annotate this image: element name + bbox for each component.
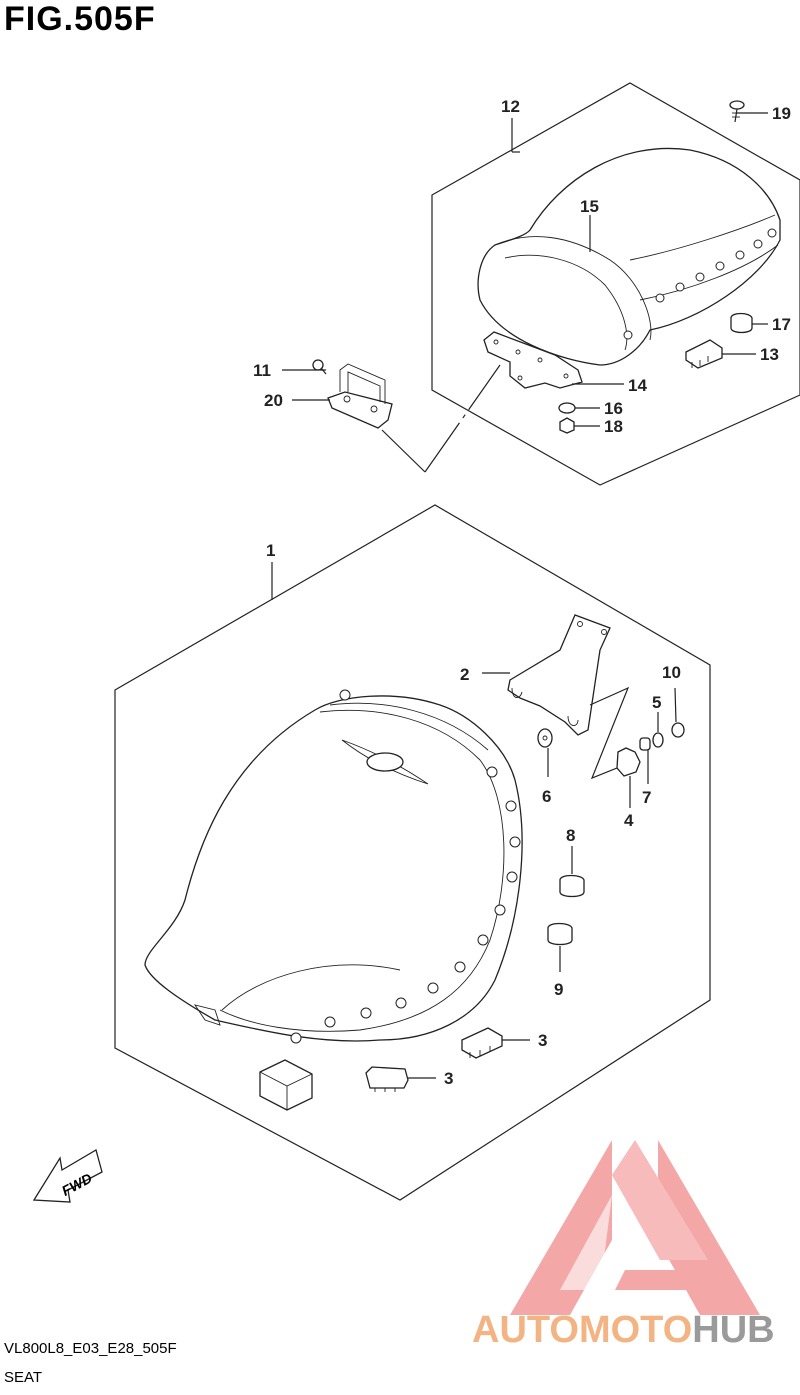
handle-bracket-20 (327, 363, 393, 429)
watermark-text: AUTOMOTOHUB (472, 1309, 775, 1352)
callout-10: 10 (662, 663, 681, 682)
rubber-cushion-3-lower (365, 1066, 409, 1092)
cushion-9 (547, 922, 573, 946)
screw-11 (312, 359, 327, 375)
watermark-logo (510, 1140, 760, 1315)
callout-3-lower: 3 (444, 1069, 453, 1088)
packing-box (259, 1059, 313, 1111)
callout-16: 16 (604, 399, 623, 418)
callout-5: 5 (652, 693, 661, 712)
mounting-link-line (424, 364, 501, 473)
model-code: VL800L8_E03_E28_505F (4, 1340, 177, 1357)
callout-15: 15 (580, 197, 599, 216)
callout-13: 13 (760, 345, 779, 364)
callout-12: 12 (501, 97, 520, 116)
leader-20-link (381, 429, 426, 473)
rubber-cushion-3-upper (461, 1027, 503, 1059)
washer-6 (537, 728, 553, 748)
watermark-text-part1: AUTOMOTO (472, 1309, 693, 1351)
seat-group-outline (114, 504, 711, 1201)
bracket-4 (616, 747, 641, 777)
watermark-text-part2: HUB (692, 1309, 775, 1351)
callout-3-upper: 3 (538, 1031, 547, 1050)
break-line (589, 686, 633, 780)
rear-seat-group-outline (431, 82, 800, 486)
rear-seat-studs (623, 228, 777, 340)
cushion-8 (559, 874, 585, 898)
callout-17: 17 (772, 315, 791, 334)
callout-20: 20 (264, 391, 283, 410)
cap-nut-17 (730, 312, 753, 334)
seat-emblem (341, 739, 429, 785)
seat-assembly-1 (144, 689, 523, 1044)
callout-19: 19 (772, 104, 791, 123)
figure-description: SEAT (4, 1369, 43, 1386)
callout-8: 8 (566, 826, 575, 845)
screw-19 (729, 100, 745, 123)
fwd-arrow: FWD (32, 1149, 103, 1203)
nut-10 (671, 722, 685, 738)
callout-7: 7 (642, 788, 651, 807)
collar-7 (639, 737, 651, 751)
callout-labels: 1 2 3 3 4 5 6 7 8 9 10 11 12 13 14 15 16… (253, 97, 791, 1088)
callout-14: 14 (628, 376, 647, 395)
callout-9: 9 (554, 980, 563, 999)
nut-18 (559, 417, 575, 434)
callout-2: 2 (460, 665, 469, 684)
seat-bracket-2 (507, 614, 611, 736)
callout-6: 6 (542, 787, 551, 806)
callout-4: 4 (624, 811, 634, 830)
rear-seat-cushion (477, 147, 781, 366)
rear-seat-bracket-14 (483, 331, 583, 389)
washer-16 (558, 402, 576, 414)
rubber-cushion-13 (685, 339, 723, 369)
washer-5 (652, 732, 664, 748)
seat-studs (290, 689, 521, 1044)
callout-1: 1 (266, 541, 275, 560)
callout-11: 11 (253, 361, 271, 380)
figure-title: FIG.505F (4, 0, 156, 38)
callout-18: 18 (604, 417, 623, 436)
leader-lines (282, 112, 768, 1079)
